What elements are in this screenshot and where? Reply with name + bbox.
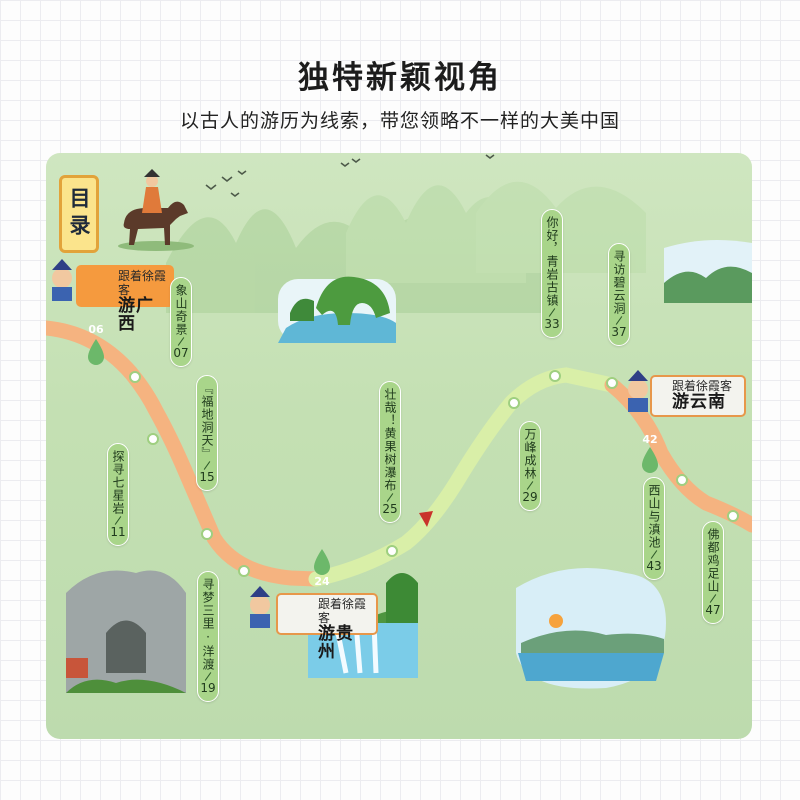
toc-badge: 目录 <box>59 175 99 253</box>
separator <box>526 481 534 490</box>
route-badge-title: 游云南 <box>672 392 726 412</box>
stop-page: 37 <box>611 325 627 339</box>
separator <box>615 316 623 325</box>
stop-label[interactable]: 壮哉！黄果树瀑布 25 <box>379 381 401 523</box>
stop-page: 25 <box>382 502 398 516</box>
stop-page: 11 <box>110 525 126 539</box>
route-badge-title: 游贵州 <box>318 624 354 662</box>
stop-label[interactable]: 『福地洞天』 15 <box>196 375 218 491</box>
separator <box>204 672 212 681</box>
stop-label[interactable]: 寻梦三里·洋渡 19 <box>197 571 219 702</box>
stop-label[interactable]: 探寻七星岩 11 <box>107 443 129 546</box>
stop-title: 寻访碧云洞 <box>612 250 626 315</box>
separator <box>548 308 556 317</box>
valley-scene <box>664 239 752 303</box>
stop-page: 29 <box>522 490 538 504</box>
cave-scene <box>66 570 186 693</box>
background-hills <box>166 181 646 313</box>
stop-label[interactable]: 西山与滇池 43 <box>643 477 665 580</box>
stop-label[interactable]: 象山奇景 07 <box>170 277 192 367</box>
route-badge-title: 游广西 <box>118 296 154 334</box>
stop-title: 探寻七星岩 <box>111 450 125 515</box>
separator <box>177 337 185 346</box>
stop-title: 你好，青岩古镇 <box>545 216 559 307</box>
stop-label[interactable]: 佛都鸡足山 47 <box>702 521 724 624</box>
marker-number: 42 <box>642 433 658 446</box>
scholar-avatar-icon <box>52 259 72 301</box>
lake-scene <box>516 568 666 689</box>
stop-label[interactable]: 你好，青岩古镇 33 <box>541 209 563 338</box>
separator <box>386 493 394 502</box>
route-badge-caption: 跟着徐霞客 <box>118 269 167 297</box>
stop-title: 壮哉！黄果树瀑布 <box>383 388 397 492</box>
separator <box>114 516 122 525</box>
separator <box>650 550 658 559</box>
traveler-on-horse-icon <box>118 169 194 251</box>
birds-icon <box>205 154 495 197</box>
route-badge-guizhou[interactable]: 跟着徐霞客 游贵州 <box>276 593 378 661</box>
separator <box>203 461 211 470</box>
stop-title: 『福地洞天』 <box>200 382 214 460</box>
separator <box>709 594 717 603</box>
route-badge-guangxi[interactable]: 跟着徐霞客 游广西 <box>76 265 174 333</box>
page-subtitle: 以古人的游历为线索，带您领略不一样的大美中国 <box>179 110 620 132</box>
direction-arrow-icon <box>419 511 433 527</box>
stop-page: 19 <box>200 681 216 695</box>
stop-page: 07 <box>173 346 189 360</box>
stop-page: 47 <box>705 603 721 617</box>
stop-label[interactable]: 万峰成林 29 <box>519 421 541 511</box>
stop-title: 寻梦三里·洋渡 <box>201 578 215 671</box>
stop-title: 西山与滇池 <box>647 484 661 549</box>
scholar-avatar-icon <box>628 370 648 412</box>
elephant-trunk-hill-scene <box>278 276 396 343</box>
stop-label[interactable]: 寻访碧云洞 37 <box>608 243 630 346</box>
toc-map: 目录 跟着徐霞客 游广西 跟着徐霞客 游贵州 跟着徐霞客 游云南 06 24 4… <box>46 153 752 739</box>
route-guangxi <box>46 320 324 587</box>
marker-number: 06 <box>88 323 104 336</box>
stop-page: 15 <box>199 470 215 484</box>
map-illustration <box>46 154 752 693</box>
scholar-avatar-icon <box>250 586 270 628</box>
stop-dots <box>129 370 739 577</box>
stop-page: 33 <box>544 317 560 331</box>
route-badge-caption: 跟着徐霞客 <box>318 597 367 625</box>
route-badge-yunnan[interactable]: 跟着徐霞客 游云南 <box>650 375 746 417</box>
route-badge-caption: 跟着徐霞客 <box>672 379 733 393</box>
stop-title: 佛都鸡足山 <box>706 528 720 593</box>
page-title: 独特新颖视角 <box>298 60 502 96</box>
location-markers <box>88 339 658 575</box>
stop-page: 43 <box>646 559 662 573</box>
marker-number: 24 <box>314 575 330 588</box>
stop-title: 象山奇景 <box>174 284 188 336</box>
stop-title: 万峰成林 <box>523 428 537 480</box>
route-guizhou <box>308 367 620 587</box>
